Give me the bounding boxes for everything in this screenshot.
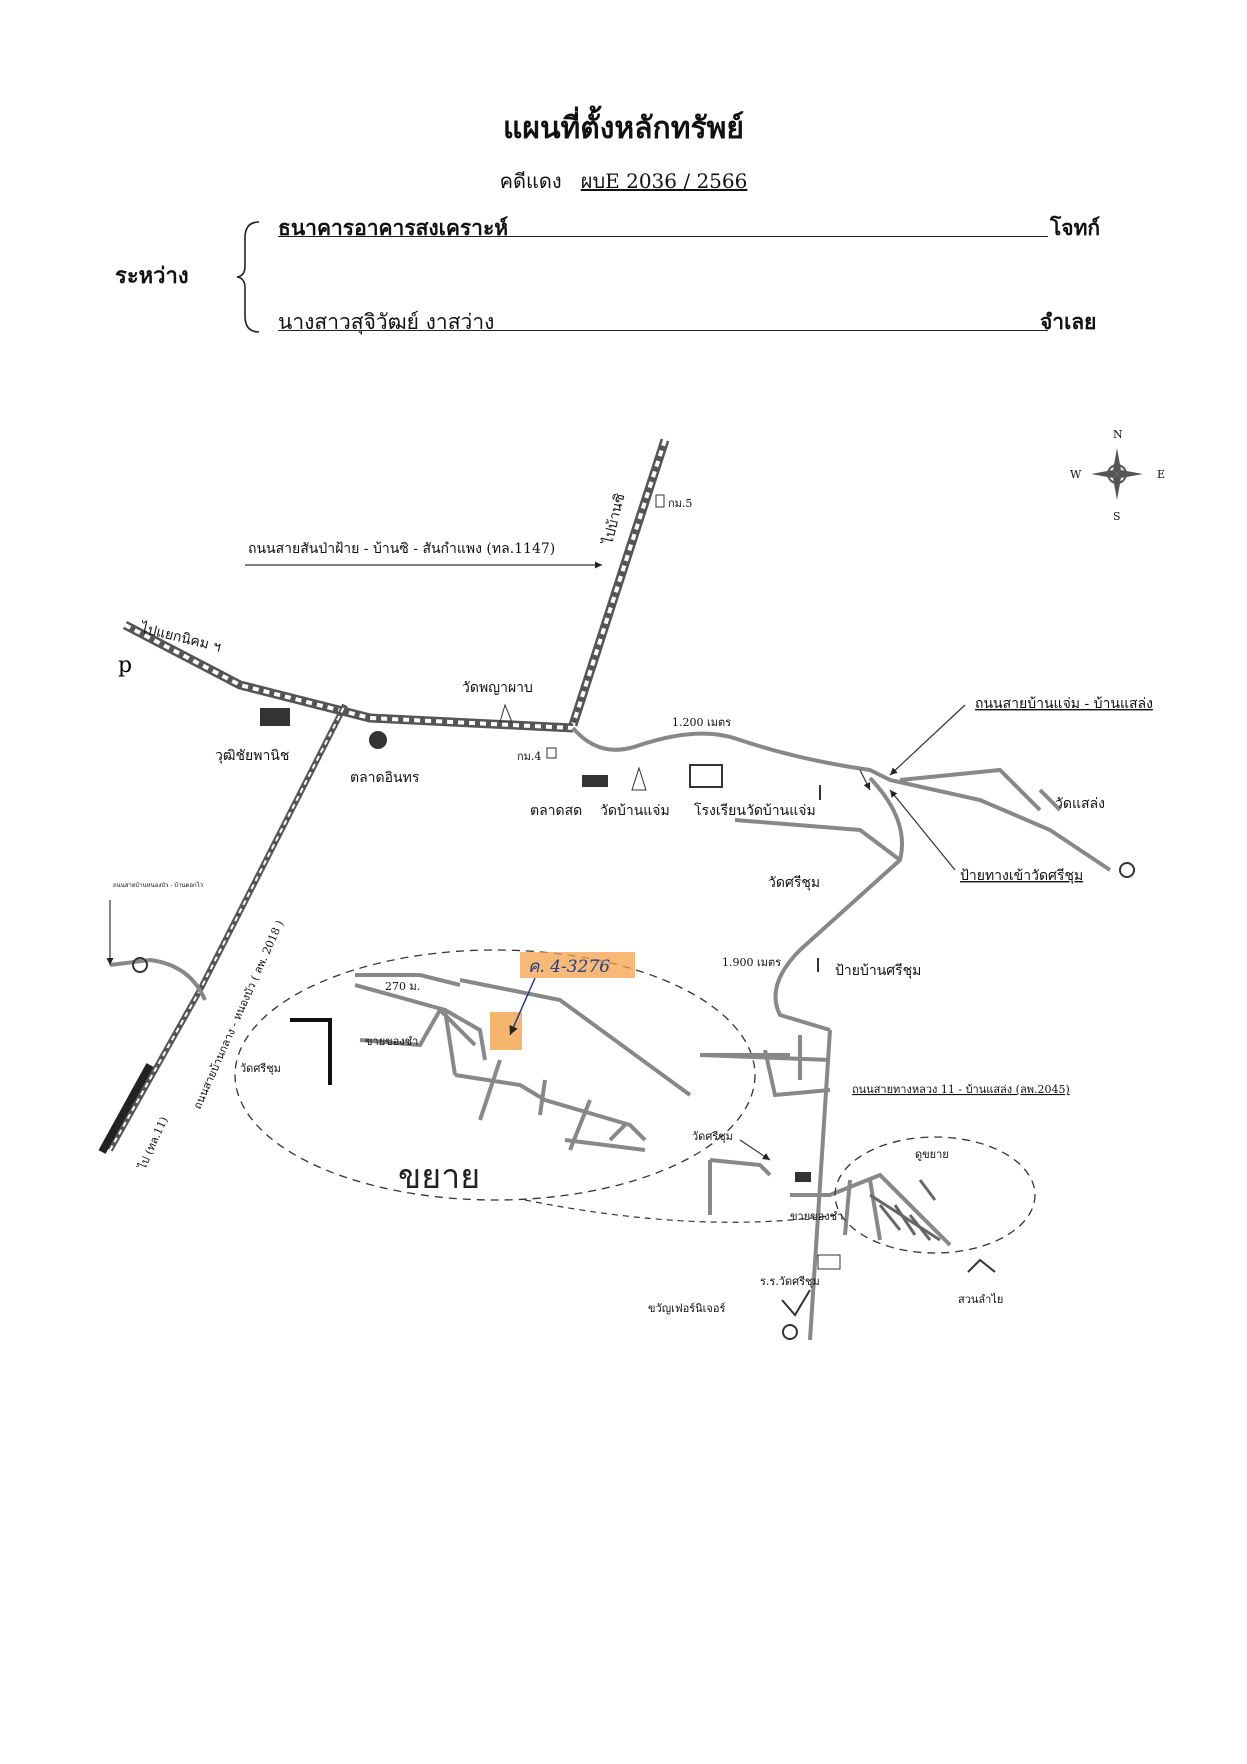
case-prefix: คดีแดง — [499, 169, 562, 193]
defendant-role: จำเลย — [1040, 309, 1097, 334]
label-road-1147: ถนนสายสันป่าฝ้าย - บ้านซิ - สันกำแพง (ทล… — [248, 541, 555, 557]
label-school-ban-jaem: โรงเรียนวัดบ้านแจ่ม — [694, 802, 816, 819]
label-shop-left: ขายของชำ — [365, 1035, 418, 1048]
right-zoom-plots — [869, 1179, 941, 1242]
label-wutthichai: วุฒิชัยพานิช — [215, 748, 289, 764]
compass-e: E — [1157, 468, 1165, 481]
garden-icon — [967, 1258, 996, 1273]
label-km5: กม.5 — [668, 497, 692, 510]
document-title: แผนที่ตั้งหลักทรัพย์ — [503, 111, 744, 146]
deed-highlight — [520, 952, 635, 978]
label-wat-sichum-left: วัดศรีชุม — [240, 1062, 281, 1075]
annotation-arrows — [106, 561, 966, 1161]
local-roads — [109, 726, 1112, 1341]
label-duplicate: ดูขยาย — [915, 1148, 949, 1161]
label-school-sichum: ร.ร.วัดศรีชุม — [760, 1275, 820, 1288]
label-furniture: ขวัญเฟอร์นิเจอร์ — [648, 1302, 725, 1315]
route-marker-icon — [1119, 862, 1135, 878]
plaintiff-name: ธนาคารอาคารสงเคราะห์ — [278, 215, 509, 240]
label-expand: ขยาย — [398, 1157, 480, 1197]
defendant-underline — [278, 330, 1048, 331]
route-marker-icon-2 — [132, 957, 148, 973]
label-dist-270: 270 ม. — [385, 980, 420, 993]
temple-marker-icon — [795, 1172, 811, 1182]
label-km4: กม.4 — [517, 750, 541, 763]
shop-icon — [260, 708, 290, 726]
landmark-symbols — [132, 494, 1135, 1340]
label-road-2018: ถนนสายบ้านกลาง - หนองบัว ( ลพ. 2018 ) — [191, 918, 286, 1111]
compass-n: N — [1113, 428, 1123, 441]
label-wat-sichum-1: วัดศรีชุม — [768, 875, 820, 891]
label-p: p — [118, 653, 132, 678]
compass-s: S — [1113, 510, 1121, 523]
label-dist-1200: 1.200 เมตร — [672, 716, 731, 729]
label-deed: ค. 4-3276 — [528, 957, 610, 977]
check-icon — [781, 1289, 811, 1317]
market-icon — [369, 731, 387, 749]
label-wat-ban-jaem: วัดบ้านแจ่ม — [600, 803, 670, 819]
label-sign-wat-sichum: ป้ายทางเข้าวัดศรีชุม — [960, 868, 1083, 884]
case-number: ผบE 2036 / 2566 — [580, 169, 748, 193]
brace-icon — [236, 221, 260, 333]
label-talat-sot: ตลาดสด — [530, 803, 582, 819]
case-number-line: คดีแดง ผบE 2036 / 2566 — [0, 165, 1247, 197]
label-to-11: ไป (ทล.11) — [135, 1115, 170, 1172]
route-marker-icon-3 — [782, 1324, 798, 1340]
compass-w: W — [1070, 468, 1082, 481]
temple-icon-2 — [631, 766, 647, 791]
plaintiff-underline — [278, 236, 1048, 237]
label-road-2045: ถนนสายทางหลวง 11 - บ้านแสล่ง (ลพ.2045) — [852, 1083, 1070, 1096]
label-road-jaem-saeng: ถนนสายบ้านแจ่ม - บ้านแสล่ง — [975, 696, 1153, 712]
label-wat-saeng: วัดแสล่ง — [1055, 796, 1105, 812]
market-stall-icon — [582, 775, 608, 787]
compass-rose-icon: N S W E — [1070, 428, 1165, 523]
label-dist-1900: 1.900 เมตร — [722, 956, 781, 969]
km-post-icon-2 — [546, 747, 557, 759]
label-shop-right: ขายของชำ — [790, 1210, 843, 1223]
school-marker-icon — [817, 1254, 841, 1270]
km-post-icon — [655, 494, 665, 508]
label-garden: สวนลำไย — [958, 1293, 1003, 1306]
label-talat-inthon: ตลาดอินทร — [350, 770, 420, 786]
label-sign-ban-sichum: ป้ายบ้านศรีชุม — [835, 963, 921, 979]
label-left-road-note: ถนนสายบ้านหนองบัว - บ้านดอกไว — [113, 881, 203, 889]
label-wat-phaya: วัดพญาผาบ — [462, 680, 533, 696]
label-wat-sichum-right: วัดศรีชุม — [692, 1130, 733, 1143]
school-icon — [689, 764, 723, 788]
enlarged-area — [234, 949, 1036, 1254]
between-label: ระหว่าง — [115, 263, 189, 289]
plaintiff-role: โจทก์ — [1050, 215, 1101, 240]
temple-icon — [499, 703, 513, 723]
label-to-ban-si: ไปบ้านซิ — [599, 492, 628, 547]
